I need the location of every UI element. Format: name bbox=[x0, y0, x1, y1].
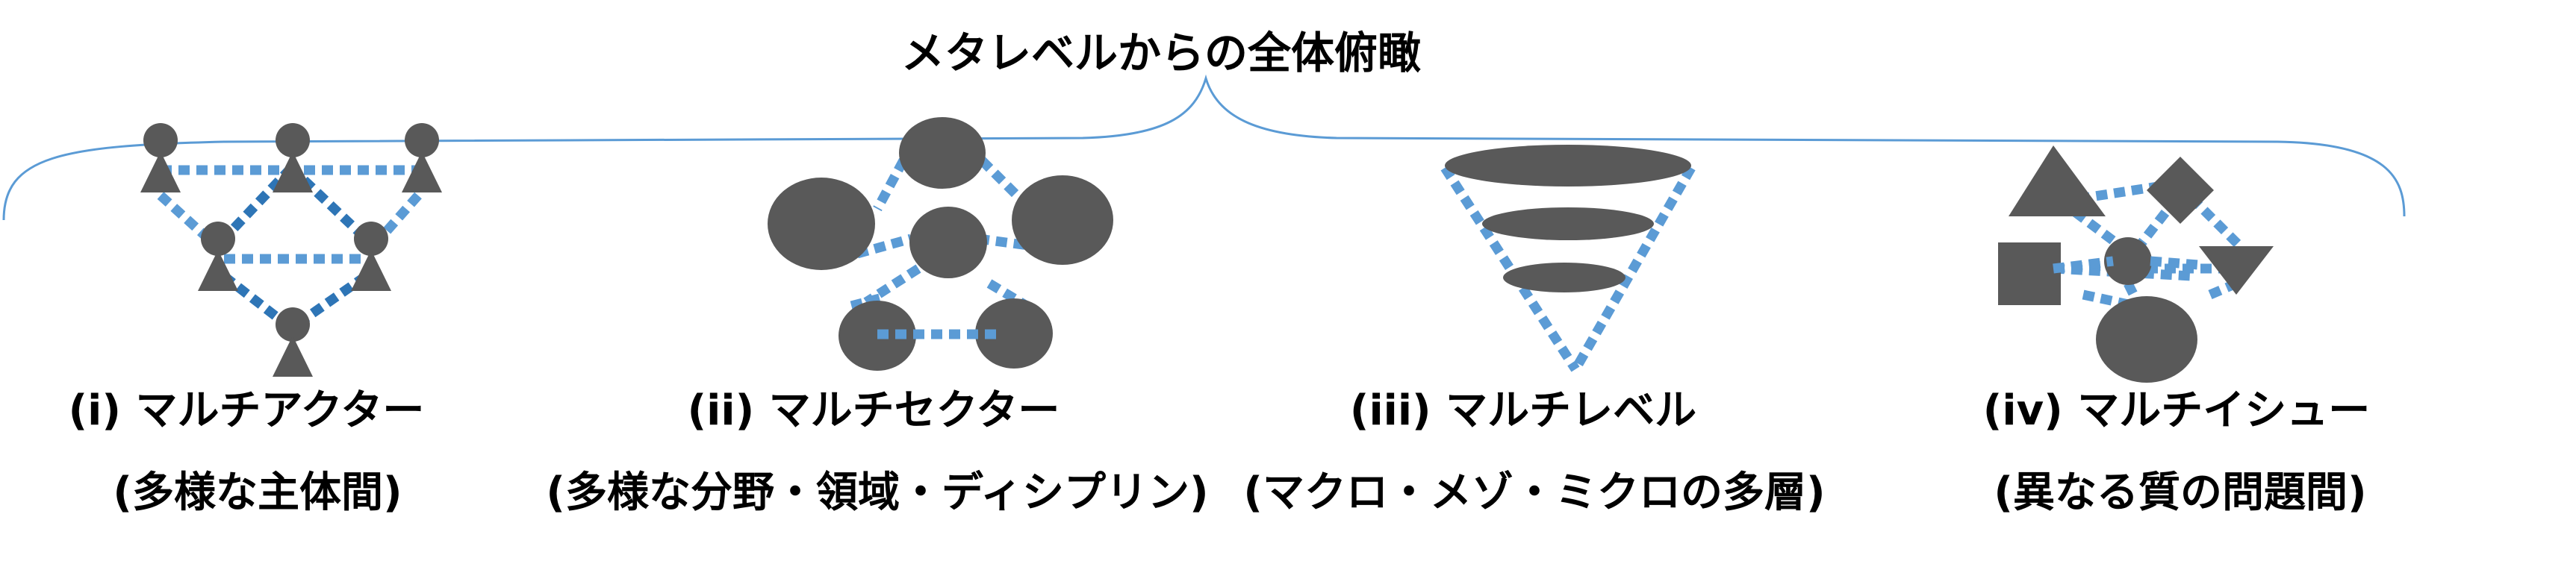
sector-node bbox=[1012, 175, 1113, 265]
actor-icon bbox=[402, 123, 442, 192]
square-issue bbox=[1998, 242, 2061, 305]
down-triangle-issue bbox=[2199, 246, 2274, 295]
panel-1-subheading: (多様な主体間) bbox=[113, 468, 402, 517]
macro-layer bbox=[1445, 145, 1691, 187]
panel-2-heading: (ii) マルチセクター bbox=[687, 386, 1060, 435]
multi-issue-figure bbox=[1998, 145, 2274, 383]
panel-3-heading: (iii) マルチレベル bbox=[1349, 386, 1697, 435]
issue-links-front bbox=[2053, 256, 2200, 274]
diamond-issue bbox=[2147, 157, 2214, 224]
sector-node bbox=[899, 117, 986, 189]
sector-node bbox=[975, 298, 1053, 369]
ellipse-issue bbox=[2096, 296, 2197, 383]
overview-brace bbox=[2, 74, 2406, 221]
actor-icon bbox=[198, 222, 238, 291]
panel-2-subheading: (多様な分野・領域・ディシプリン) bbox=[546, 468, 1209, 517]
panel-3-subheading: (マクロ・メゾ・ミクロの多層) bbox=[1243, 468, 1826, 517]
triangle-issue bbox=[2009, 145, 2106, 216]
level-cone bbox=[1440, 165, 1696, 372]
panel-4-subheading: (異なる質の問題間) bbox=[1994, 468, 2367, 517]
actor-icon bbox=[273, 123, 313, 192]
actor-icon bbox=[351, 222, 391, 291]
micro-layer bbox=[1503, 263, 1625, 292]
panel-4-heading: (iv) マルチイシュー bbox=[1982, 386, 2371, 435]
meso-layer bbox=[1482, 207, 1654, 240]
multi-sector-figure bbox=[768, 117, 1113, 371]
diagram-title: メタレベルからの全体俯瞰 bbox=[900, 28, 1422, 78]
actor-icon bbox=[273, 307, 313, 377]
sector-node bbox=[909, 207, 987, 278]
circle-issue bbox=[2104, 237, 2152, 285]
panel-1-heading: (i) マルチアクター bbox=[68, 386, 425, 435]
sector-node bbox=[768, 178, 875, 270]
multi-actor-figure bbox=[140, 123, 442, 377]
actor-icon bbox=[140, 123, 181, 192]
multi-level-figure bbox=[1440, 145, 1696, 372]
